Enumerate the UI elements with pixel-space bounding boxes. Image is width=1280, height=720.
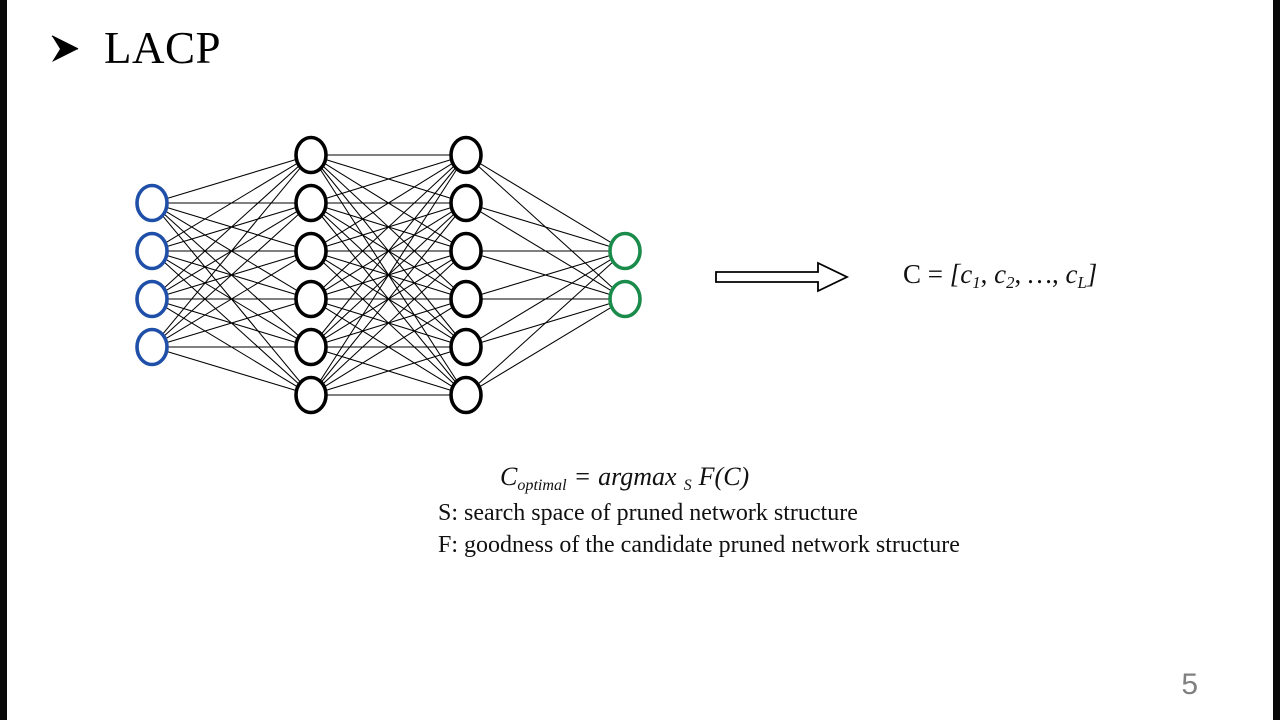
network-node-hidden-layer-2-2	[449, 183, 483, 223]
network-edge	[480, 206, 611, 248]
objective-operator-sub: S	[683, 476, 692, 494]
c-vector-term-4-base: c	[1065, 259, 1078, 289]
network-node-hidden-layer-2-5	[449, 327, 483, 367]
block-arrow-right-icon	[714, 260, 850, 294]
network-node-output-layer-1	[608, 231, 642, 271]
network-edge	[323, 162, 454, 244]
c-vector-term-4-sub: L	[1077, 273, 1087, 293]
c-vector-term-1-base: c	[960, 259, 973, 289]
network-node-input-layer-3	[135, 279, 169, 319]
network-edge	[166, 158, 297, 200]
c-vector-lhs: C	[903, 259, 922, 289]
slide-left-frame-bar	[0, 0, 7, 720]
network-node-output-layer-2	[608, 279, 642, 319]
network-node-input-layer-2	[135, 231, 169, 271]
c-vector-term-2-sub: 2	[1006, 273, 1015, 293]
legend-line-f: F: goodness of the candidate pruned netw…	[438, 531, 960, 558]
network-node-hidden-layer-1-4	[294, 279, 328, 319]
slide-right-frame-bar	[1273, 0, 1280, 720]
slide-title-row: LACP	[48, 26, 221, 71]
network-node-input-layer-4	[135, 327, 169, 367]
arrowhead-bullet-icon	[51, 34, 79, 62]
network-edge	[165, 162, 298, 244]
c-vector-open-bracket: [	[949, 259, 961, 289]
network-edge	[479, 258, 612, 340]
network-edges	[162, 154, 614, 396]
network-node-hidden-layer-2-6	[449, 375, 483, 415]
c-vector-term-1-sub: 1	[972, 273, 981, 293]
network-node-hidden-layer-2-1	[449, 135, 483, 175]
objective-equals: =	[573, 462, 592, 491]
network-edge	[477, 261, 614, 385]
c-vector-formula: C = [c1, c2, …, cL]	[903, 259, 1098, 293]
network-edge	[166, 350, 297, 392]
network-edge	[320, 215, 457, 383]
legend-line-s: S: search space of pruned network struct…	[438, 500, 858, 526]
network-edge	[319, 168, 458, 382]
objective-formula: Coptimal =argmax S F(C)	[500, 462, 1138, 494]
network-edge	[325, 350, 452, 392]
network-node-hidden-layer-2-3	[449, 231, 483, 271]
network-node-hidden-layer-1-5	[294, 327, 328, 367]
page-title: LACP	[104, 23, 222, 73]
network-edge	[165, 258, 298, 340]
objective-operator: argmax	[598, 462, 677, 491]
objective-argument: F(C)	[698, 462, 750, 491]
network-node-hidden-layer-1-3	[294, 231, 328, 271]
objective-lhs-base: C	[500, 462, 518, 491]
network-node-hidden-layer-1-1	[294, 135, 328, 175]
network-edge	[480, 254, 611, 296]
network-nodes	[135, 135, 642, 415]
neural-network-diagram	[120, 125, 660, 425]
network-node-hidden-layer-2-4	[449, 279, 483, 319]
network-svg	[135, 135, 642, 415]
network-edge	[323, 306, 454, 388]
network-edge	[163, 165, 300, 289]
network-node-hidden-layer-1-2	[294, 183, 328, 223]
c-vector-close-bracket: ]	[1086, 259, 1098, 289]
network-node-input-layer-1	[135, 183, 169, 223]
network-node-hidden-layer-1-6	[294, 375, 328, 415]
page-number: 5	[1181, 668, 1198, 701]
network-edge	[322, 165, 455, 289]
network-edge	[320, 167, 457, 335]
network-edge	[162, 167, 301, 335]
c-vector-term-2-base: c	[994, 259, 1007, 289]
network-edge	[479, 162, 612, 244]
c-vector-equals: =	[927, 259, 943, 289]
network-edge	[166, 302, 297, 344]
network-edge	[322, 261, 455, 385]
c-vector-ellipsis: …	[1027, 259, 1052, 289]
network-edge	[479, 306, 612, 388]
network-edge	[163, 213, 300, 337]
network-edge	[325, 158, 452, 200]
objective-block: Coptimal =argmax S F(C) S: search space of …	[438, 462, 1138, 561]
objective-lhs-sub: optimal	[517, 476, 567, 494]
